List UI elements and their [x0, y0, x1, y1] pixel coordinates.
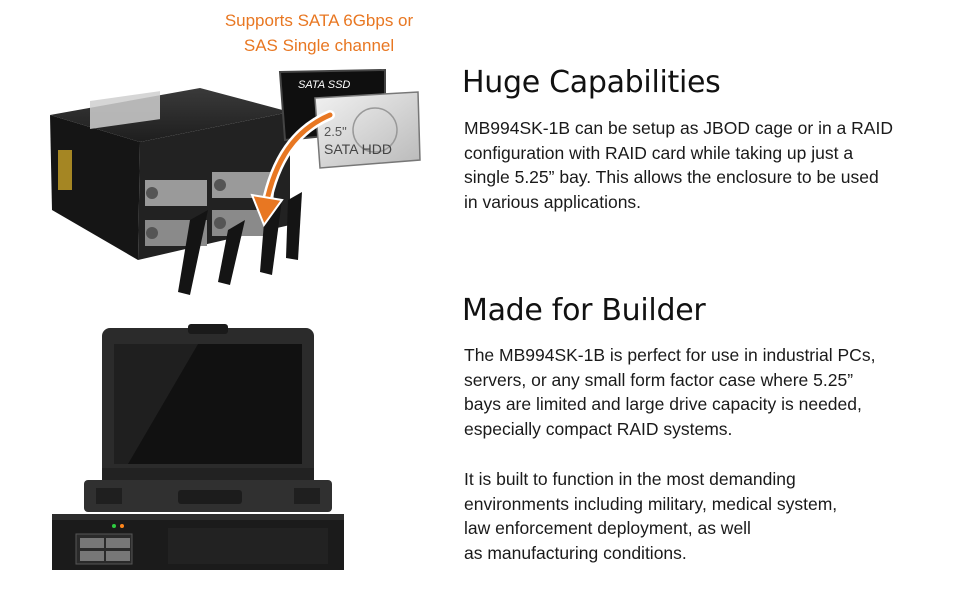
ssd-label: SATA SSD	[298, 79, 350, 91]
huge-capabilities-heading: Huge Capabilities	[462, 65, 721, 100]
text-line: MB994SK-1B can be setup as JBOD cage or …	[464, 118, 893, 138]
text-line: single 5.25” bay. This allows the enclos…	[464, 167, 879, 187]
rack-server	[52, 514, 344, 570]
insert-arrow	[250, 110, 335, 228]
rugged-laptop	[84, 324, 332, 512]
text-line: in various applications.	[464, 191, 642, 212]
text-line: environments including military, medical…	[464, 493, 838, 514]
huge-capabilities-text: MB994SK-1B can be setup as JBOD cage or …	[464, 116, 893, 214]
made-for-builder-heading: Made for Builder	[462, 293, 706, 328]
text-line: servers, or any small form factor case w…	[464, 369, 854, 390]
text-line: The MB994SK-1B is perfect for use in ind…	[464, 345, 876, 365]
text-line: as manufacturing conditions.	[464, 542, 687, 563]
callout-line-1: Supports SATA 6Gbps or	[224, 11, 414, 30]
rugged-system-illustration	[52, 324, 344, 570]
enclosure-illustration: SATA SSD 2.5" SATA HDD	[50, 68, 421, 295]
hdd-size-label: 2.5"	[324, 124, 347, 139]
text-line: bays are limited and large drive capacit…	[464, 394, 862, 414]
callout-line-2: SAS Single channel	[243, 36, 395, 55]
text-line: law enforcement deployment, as well	[464, 518, 751, 538]
drive-trays	[145, 172, 274, 246]
text-line: especially compact RAID systems.	[464, 418, 733, 439]
made-for-builder-text-2: It is built to function in the most dema…	[464, 467, 837, 565]
made-for-builder-text: The MB994SK-1B is perfect for use in ind…	[464, 343, 875, 441]
hdd-drive: 2.5" SATA HDD	[314, 91, 421, 169]
hdd-label: SATA HDD	[324, 141, 392, 157]
sata-sas-callout: Supports SATA 6Gbps or SAS Single channe…	[196, 8, 442, 58]
text-line: configuration with RAID card while takin…	[464, 142, 854, 163]
text-line: It is built to function in the most dema…	[464, 469, 796, 489]
